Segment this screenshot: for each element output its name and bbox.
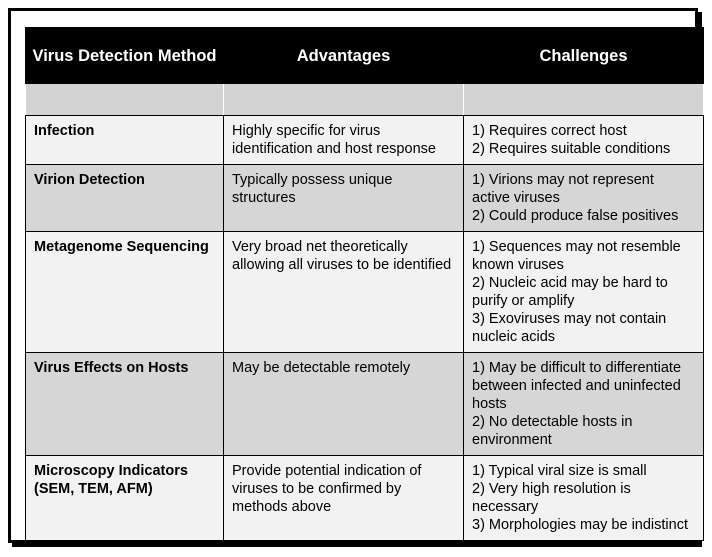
- challenge-item: 1) Virions may not represent active viru…: [472, 172, 654, 206]
- method-cell: Infection: [25, 115, 224, 165]
- table-row: Virus Effects on Hosts May be detectable…: [25, 352, 704, 456]
- challenges-cell: 1) May be difficult to differentiate bet…: [463, 352, 704, 456]
- header-method: Virus Detection Method: [25, 27, 224, 84]
- challenge-item: 1) Sequences may not resemble known viru…: [472, 239, 681, 273]
- challenge-item: 2) Very high resolution is necessary: [472, 481, 631, 515]
- advantage-cell: Typically possess unique structures: [223, 164, 464, 232]
- table-row: Infection Highly specific for virus iden…: [25, 115, 704, 165]
- virus-detection-table: Virus Detection Method Advantages Challe…: [25, 27, 704, 541]
- spacer-row: [25, 83, 704, 116]
- spacer-cell: [25, 83, 224, 116]
- method-cell: Metagenome Sequencing: [25, 231, 224, 353]
- challenges-cell: 1) Sequences may not resemble known viru…: [463, 231, 704, 353]
- table-row: Virion Detection Typically possess uniqu…: [25, 164, 704, 232]
- challenge-item: 3) Exoviruses may not contain nucleic ac…: [472, 311, 667, 345]
- method-cell: Microscopy Indicators (SEM, TEM, AFM): [25, 455, 224, 541]
- challenge-item: 2) No detectable hosts in environment: [472, 414, 633, 448]
- challenge-item: 1) Requires correct host: [472, 123, 627, 139]
- header-challenges: Challenges: [463, 27, 704, 84]
- spacer-cell: [223, 83, 464, 116]
- method-cell: Virus Effects on Hosts: [25, 352, 224, 456]
- header-advantages: Advantages: [223, 27, 464, 84]
- method-cell: Virion Detection: [25, 164, 224, 232]
- challenge-item: 2) Could produce false positives: [472, 208, 679, 224]
- challenges-cell: 1) Typical viral size is small 2) Very h…: [463, 455, 704, 541]
- header-row: Virus Detection Method Advantages Challe…: [25, 27, 704, 84]
- advantage-cell: Highly specific for virus identification…: [223, 115, 464, 165]
- challenges-cell: 1) Virions may not represent active viru…: [463, 164, 704, 232]
- advantage-cell: Provide potential indication of viruses …: [223, 455, 464, 541]
- advantage-cell: May be detectable remotely: [223, 352, 464, 456]
- table-row: Microscopy Indicators (SEM, TEM, AFM) Pr…: [25, 455, 704, 541]
- table-row: Metagenome Sequencing Very broad net the…: [25, 231, 704, 353]
- challenge-item: 2) Nucleic acid may be hard to purify or…: [472, 275, 668, 309]
- challenge-item: 1) May be difficult to differentiate bet…: [472, 360, 682, 412]
- challenge-item: 3) Morphologies may be indistinct: [472, 517, 688, 533]
- spacer-cell: [463, 83, 704, 116]
- challenge-item: 2) Requires suitable conditions: [472, 141, 671, 157]
- table-frame: Virus Detection Method Advantages Challe…: [8, 8, 704, 543]
- challenge-item: 1) Typical viral size is small: [472, 463, 647, 479]
- challenges-cell: 1) Requires correct host 2) Requires sui…: [463, 115, 704, 165]
- advantage-cell: Very broad net theoretically allowing al…: [223, 231, 464, 353]
